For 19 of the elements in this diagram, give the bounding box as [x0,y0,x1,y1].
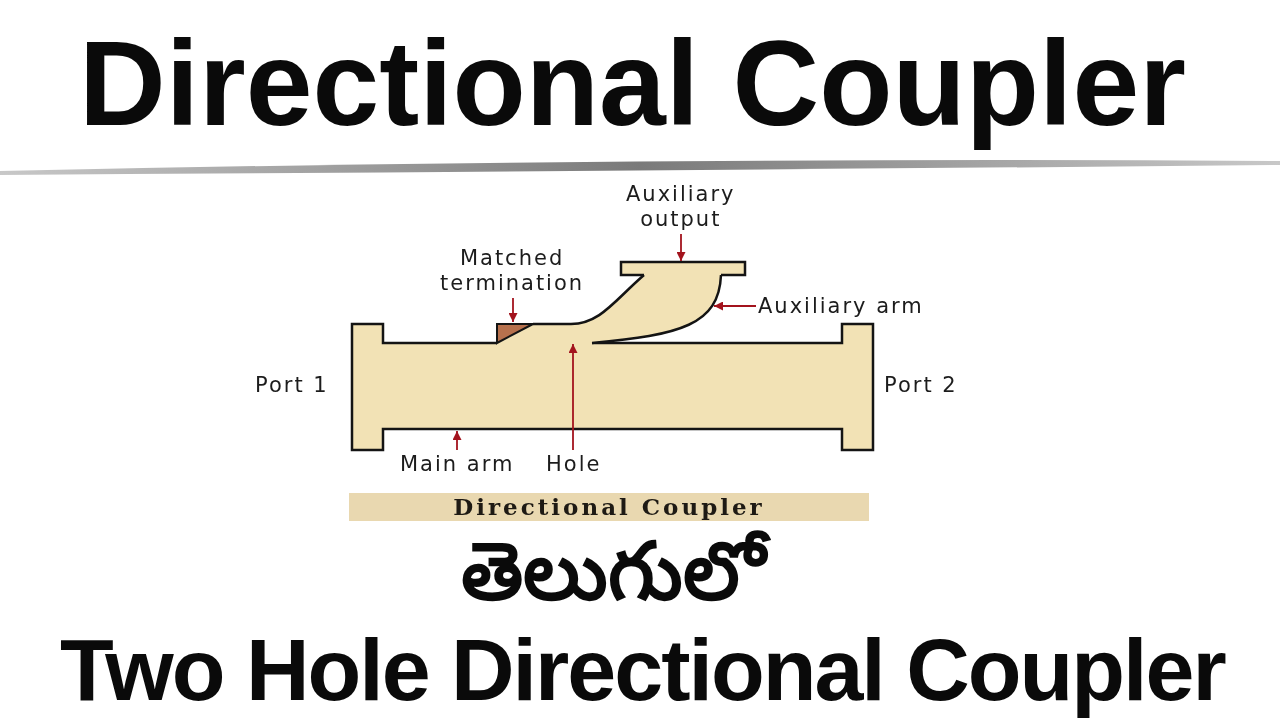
subtitle: తెలుగులో [449,522,777,622]
part-label: Main arm [400,452,515,477]
leader-arrow [508,297,518,323]
port-label: Port 1 [255,373,329,398]
divider-line [0,160,1280,175]
caption: Directional Coupler [349,493,869,521]
title: Directional Coupler [79,16,1186,151]
leader-arrow [452,430,462,451]
leader-arrow [568,343,578,451]
leader-arrow [713,301,757,311]
port-label: Port 2 [884,373,958,398]
leader-arrow [676,233,686,262]
matched-load [496,323,534,345]
part-label: Auxiliary arm [758,294,924,319]
subtitle: Two Hole Directional Coupler [60,621,1225,720]
part-label: Hole [546,452,602,477]
part-label: Auxiliary output [626,182,736,232]
output-flange [619,260,747,277]
part-label: Matched termination [440,246,585,296]
